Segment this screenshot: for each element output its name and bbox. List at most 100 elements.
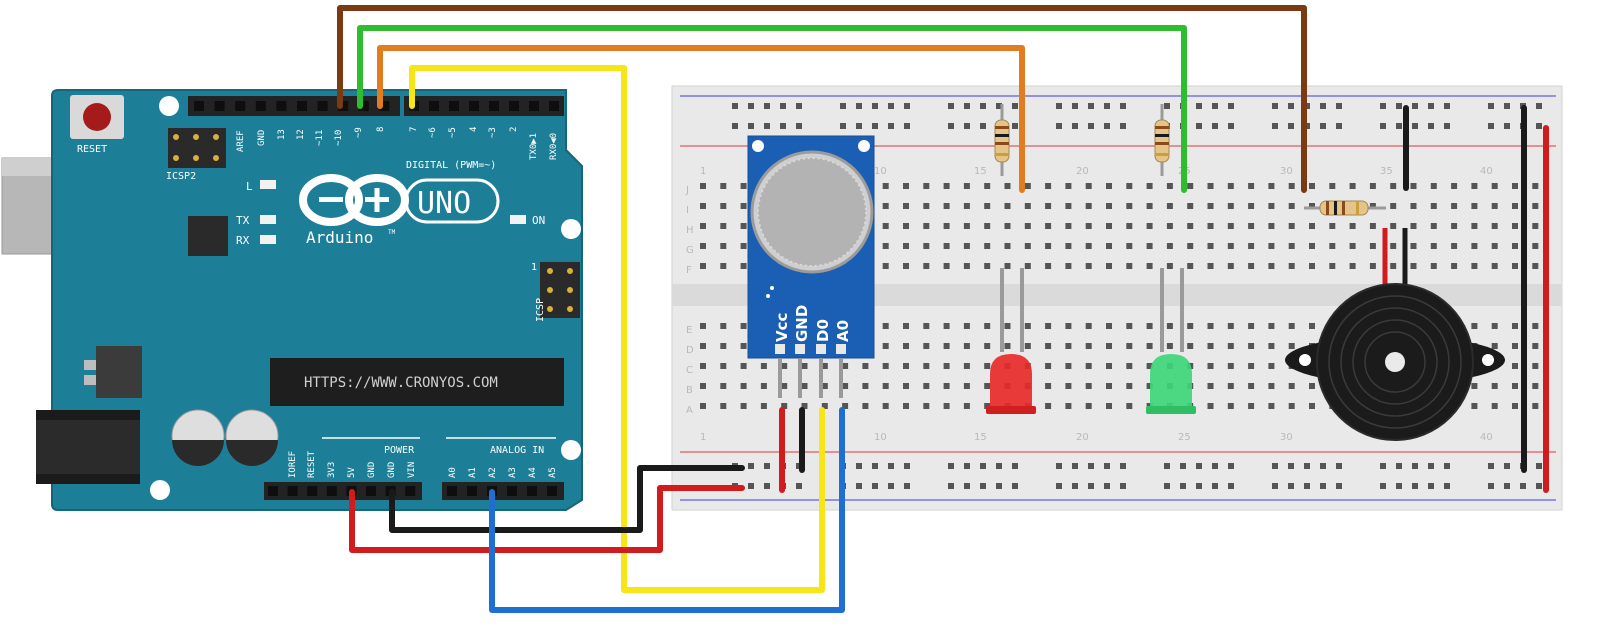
hole bbox=[1349, 223, 1356, 229]
hole bbox=[1228, 103, 1234, 109]
hole bbox=[801, 383, 808, 389]
hole bbox=[1412, 103, 1418, 109]
hole bbox=[984, 343, 991, 349]
hole bbox=[255, 101, 266, 111]
hole bbox=[1228, 463, 1234, 469]
hole bbox=[1430, 263, 1437, 269]
col-number-top-1: 1 bbox=[700, 166, 706, 177]
pin-label: RX0◀0 bbox=[549, 133, 559, 160]
hole bbox=[856, 463, 862, 469]
hole bbox=[1212, 463, 1218, 469]
hole bbox=[1045, 383, 1052, 389]
uno-badge bbox=[404, 178, 500, 224]
hole bbox=[1428, 123, 1434, 129]
col-number-top-15: 15 bbox=[974, 166, 987, 177]
hole bbox=[1248, 223, 1255, 229]
sensor-pin bbox=[775, 344, 785, 354]
mounting-hole bbox=[858, 140, 870, 152]
pin-label: GND bbox=[257, 130, 267, 146]
hole bbox=[872, 103, 878, 109]
hole bbox=[862, 383, 869, 389]
pin-label: ~6 bbox=[428, 127, 438, 138]
hole bbox=[872, 123, 878, 129]
hole bbox=[1227, 343, 1234, 349]
hole bbox=[740, 343, 747, 349]
hole bbox=[1065, 343, 1072, 349]
hole bbox=[1126, 263, 1133, 269]
hole bbox=[1380, 103, 1386, 109]
hole bbox=[1180, 463, 1186, 469]
hole bbox=[1227, 263, 1234, 269]
hole bbox=[888, 103, 894, 109]
hole bbox=[1065, 223, 1072, 229]
hole bbox=[862, 403, 869, 409]
sensor-mesh bbox=[758, 158, 866, 266]
hole bbox=[1228, 123, 1234, 129]
col-number-top-40: 40 bbox=[1480, 166, 1493, 177]
sensor-pin-label-vcc: Vcc bbox=[773, 313, 791, 342]
hole bbox=[1349, 243, 1356, 249]
hole bbox=[1104, 103, 1110, 109]
hole bbox=[1329, 263, 1336, 269]
hole bbox=[1336, 103, 1342, 109]
hole bbox=[964, 463, 970, 469]
hole bbox=[1180, 483, 1186, 489]
hole bbox=[923, 263, 930, 269]
hole bbox=[1288, 183, 1295, 189]
hole bbox=[1088, 483, 1094, 489]
hole bbox=[1410, 263, 1417, 269]
row-label-g: G bbox=[686, 245, 694, 256]
mounting-hole bbox=[150, 480, 170, 500]
hole bbox=[720, 223, 727, 229]
hole bbox=[326, 486, 337, 496]
hole bbox=[700, 343, 706, 349]
hole bbox=[1309, 223, 1315, 229]
col-number-bottom-20: 20 bbox=[1076, 432, 1089, 443]
hole bbox=[1390, 223, 1397, 229]
hole bbox=[1146, 203, 1153, 209]
hole bbox=[1491, 243, 1498, 249]
pin-label: GND bbox=[367, 462, 377, 478]
hole bbox=[1512, 183, 1518, 189]
hole bbox=[882, 383, 889, 389]
hole bbox=[1126, 223, 1133, 229]
hole bbox=[872, 483, 878, 489]
hole bbox=[1088, 463, 1094, 469]
hole bbox=[842, 403, 849, 409]
hole bbox=[764, 123, 770, 129]
wire-brown-pin10-to-resistor bbox=[337, 5, 1307, 193]
hole bbox=[748, 123, 754, 129]
hole bbox=[1196, 463, 1202, 469]
hole bbox=[1430, 223, 1437, 229]
pin-label: ~9 bbox=[354, 127, 364, 138]
hole bbox=[1288, 123, 1294, 129]
led-on-label: ON bbox=[532, 214, 545, 227]
hole bbox=[796, 103, 802, 109]
col-number-bottom-15: 15 bbox=[974, 432, 987, 443]
col-number-bottom-1: 1 bbox=[700, 432, 706, 443]
hole bbox=[700, 203, 706, 209]
hole bbox=[1288, 483, 1294, 489]
hole bbox=[1072, 123, 1078, 129]
hole bbox=[449, 101, 459, 111]
hole bbox=[903, 223, 909, 229]
hole bbox=[903, 263, 909, 269]
hole bbox=[1268, 263, 1275, 269]
hole bbox=[1227, 183, 1234, 189]
hole bbox=[1309, 203, 1315, 209]
hole bbox=[1451, 203, 1458, 209]
pin-label: 3V3 bbox=[327, 462, 337, 478]
hole bbox=[1369, 203, 1376, 209]
hole bbox=[984, 243, 991, 249]
hole bbox=[549, 101, 559, 111]
hole bbox=[943, 363, 950, 369]
hole bbox=[1207, 323, 1214, 329]
hole bbox=[923, 323, 930, 329]
hole bbox=[1126, 243, 1133, 249]
hole bbox=[1065, 243, 1072, 249]
hole bbox=[1106, 323, 1112, 329]
hole bbox=[1065, 183, 1072, 189]
reset-button-cap[interactable] bbox=[83, 103, 111, 131]
hole bbox=[1085, 263, 1092, 269]
hole bbox=[872, 463, 878, 469]
